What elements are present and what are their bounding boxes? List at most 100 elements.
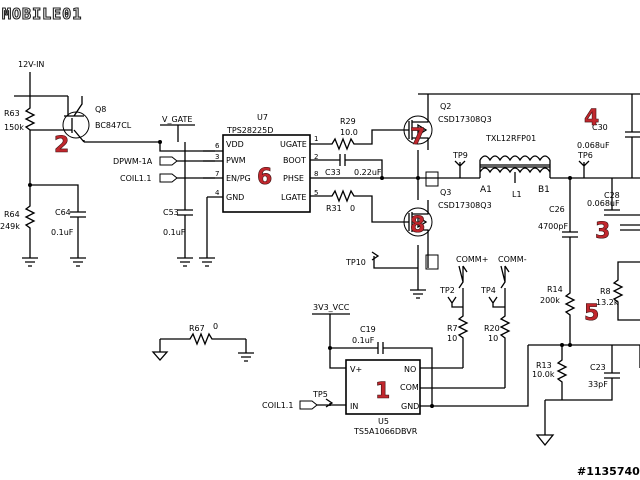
c53-value: 0.1uF — [163, 228, 186, 237]
net-comm-minus: COMM- — [498, 255, 527, 264]
vgate-section: V_GATE C53 0.1uF — [158, 115, 215, 267]
c23-value: 33pF — [588, 380, 608, 389]
c53-ref: C53 — [163, 208, 179, 217]
r63-ref: R63 — [4, 109, 20, 118]
output-network: TP6 C30 0.068uF C28 0.068uF C26 4700pF R… — [528, 94, 640, 447]
q8-value: BC847CL — [95, 121, 132, 130]
r67-value: 0 — [213, 322, 218, 331]
input-signal-labels: DPWM-1A COIL1.1 — [113, 156, 215, 183]
u5-pin-in: IN — [350, 402, 358, 411]
gate-resistors: R29 10.0 C33 0.22uF R31 0 — [310, 117, 418, 223]
callout-1: 1 — [375, 379, 390, 404]
r13-ref: R13 — [536, 361, 552, 370]
callout-6: 6 — [257, 165, 272, 190]
u7-pin-pwm: PWM — [226, 156, 246, 165]
callout-2: 2 — [54, 133, 69, 158]
r7-value: 10 — [447, 334, 457, 343]
r64-ref: R64 — [4, 210, 20, 219]
u7-pin-phase: PHSE — [283, 174, 304, 183]
r7-ref: R7 — [447, 324, 458, 333]
inductor-ref: TXL12RFP01 — [485, 134, 536, 143]
r14-value: 200k — [540, 296, 560, 305]
u7-pin-ugate: UGATE — [280, 140, 307, 149]
r67-ref: R67 — [189, 324, 205, 333]
u7-pin-boot: BOOT — [283, 156, 306, 165]
c30-value: 0.068uF — [577, 141, 610, 150]
u7-pin4-num: 4 — [215, 189, 220, 197]
tp9-label: TP9 — [452, 151, 468, 160]
r29-ref: R29 — [340, 117, 356, 126]
net-coil-label: COIL1.1 — [120, 174, 151, 183]
u5-pin-com: COM — [400, 383, 419, 392]
u5-pin-gnd: GND — [401, 402, 419, 411]
c26-value: 4700pF — [538, 222, 568, 231]
net-a1: A1 — [480, 185, 492, 195]
tp5-label: TP5 — [312, 390, 328, 399]
u7-pin-enpg: EN/PG — [226, 174, 251, 183]
u7-pin8-num: 8 — [314, 170, 318, 178]
q2-value: CSD17308Q3 — [438, 115, 492, 124]
r31-ref: R31 — [326, 204, 342, 213]
tp10-label: TP10 — [345, 258, 366, 267]
r20-ref: R20 — [484, 324, 500, 333]
u5-analog-switch: 3V3_VCC C19 0.1uF V+ IN NO COM GND U5 TS… — [262, 303, 529, 436]
u7-pin6-num: 6 — [215, 142, 220, 150]
mobile01-logo: MOBILE01 — [1, 4, 82, 23]
logo-text: MOBILE01 — [2, 5, 82, 23]
r64-value: 249k — [0, 222, 20, 231]
callout-4: 4 — [584, 106, 599, 131]
c19-ref: C19 — [360, 325, 376, 334]
c28-value: 0.068uF — [587, 199, 620, 208]
net-b1: B1 — [538, 185, 550, 195]
r14-ref: R14 — [547, 285, 563, 294]
net-3v3-label: 3V3_VCC — [313, 303, 350, 312]
callout-7: 7 — [410, 125, 425, 150]
u5-pin-vplus: V+ — [350, 365, 362, 374]
u7-pin-gnd: GND — [226, 193, 244, 202]
mosfet-q2: Q2 CSD17308Q3 — [398, 93, 640, 178]
c33-ref: C33 — [325, 168, 341, 177]
tp6-label: TP6 — [577, 151, 593, 160]
c64-ref: C64 — [55, 208, 71, 217]
net-l1: L1 — [512, 190, 522, 199]
q3-value: CSD17308Q3 — [438, 201, 492, 210]
q2-ref: Q2 — [440, 102, 451, 111]
callout-3: 3 — [595, 219, 610, 244]
u7-pin5-num: 5 — [314, 189, 318, 197]
q8-bias-section: 12V-IN R63 150k Q8 BC847CL R64 249k C64 … — [0, 60, 215, 267]
u7-gate-driver: U7 TPS28225D 6 3 7 4 VDD PWM EN/PG GND U… — [203, 113, 318, 213]
r31-value: 0 — [350, 204, 355, 213]
u5-value: TS5A1066DBVR — [353, 427, 418, 436]
c33-value: 0.22uF — [354, 168, 382, 177]
u7-pin2-num: 2 — [314, 153, 318, 161]
q3-ref: Q3 — [440, 188, 451, 197]
comm-network: COMM+ COMM- TP2 TP4 R7 10 R20 10 — [439, 255, 527, 388]
u7-value: TPS28225D — [226, 126, 273, 135]
r63-value: 150k — [4, 123, 24, 132]
u7-pin3-num: 3 — [215, 153, 219, 161]
u7-ref: U7 — [257, 113, 268, 122]
testpoints-switch-node: TP9 TP10 — [345, 151, 468, 269]
inductor-l1: TXL12RFP01 A1 L1 B1 — [418, 134, 640, 199]
callout-5: 5 — [584, 301, 599, 326]
r29-value: 10.0 — [340, 128, 358, 137]
callout-numbers: 2 6 7 8 4 3 5 1 — [54, 106, 611, 405]
r67-section: R67 0 — [151, 322, 254, 362]
c26-ref: C26 — [549, 205, 565, 214]
q8-ref: Q8 — [95, 105, 106, 114]
r8-ref: R8 — [600, 287, 611, 296]
c30-ref: C30 — [592, 123, 608, 132]
watermark-id: #1135740 — [577, 465, 640, 478]
net-vgate-label: V_GATE — [162, 115, 192, 124]
u5-ref: U5 — [378, 417, 389, 426]
c23-ref: C23 — [590, 363, 606, 372]
r8-value: 13.2k — [596, 298, 619, 307]
u7-pin7-num: 7 — [215, 170, 219, 178]
tp2-label: TP2 — [439, 286, 455, 295]
u5-pin-no: NO — [404, 365, 416, 374]
c19-value: 0.1uF — [352, 336, 375, 345]
tp4-label: TP4 — [480, 286, 496, 295]
u7-pin-vdd: VDD — [226, 140, 244, 149]
